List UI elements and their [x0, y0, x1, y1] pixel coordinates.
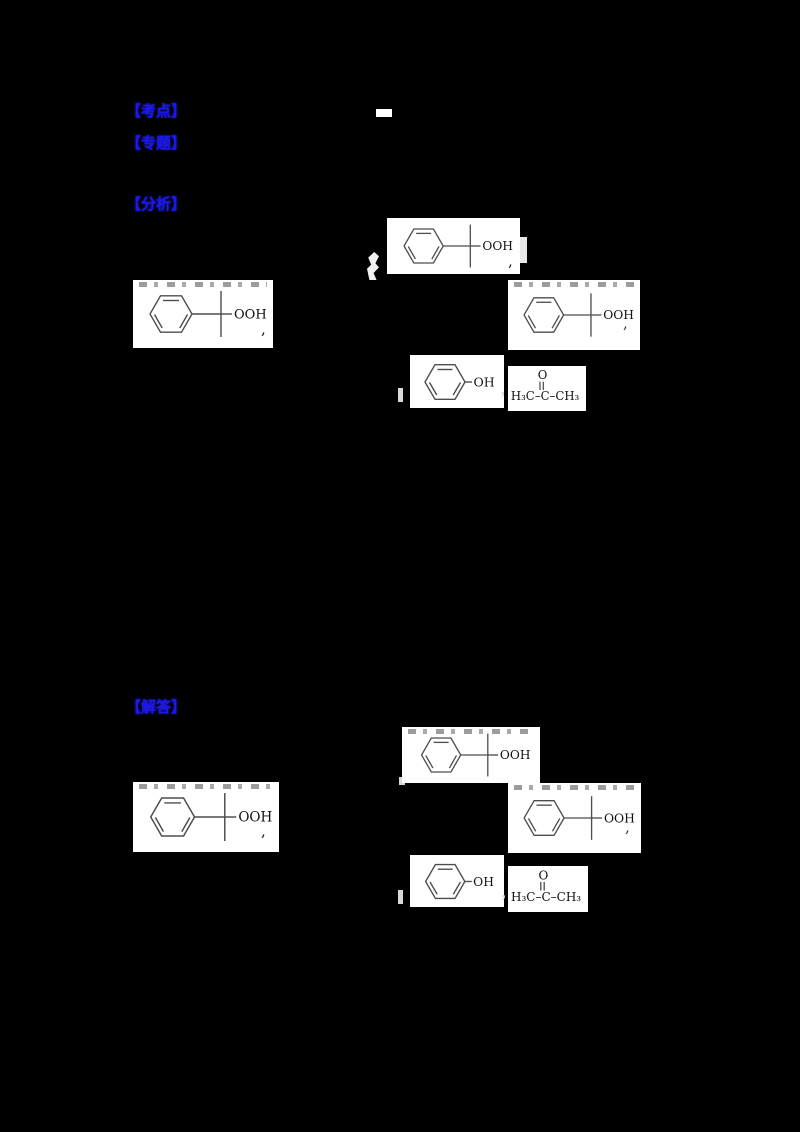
cumene-hydroperoxide-structure: OOH — [523, 796, 635, 840]
bond-lines — [149, 291, 232, 337]
render-artifact-strip — [520, 237, 527, 263]
oxygen-label: O — [539, 869, 549, 883]
bond-lines — [424, 863, 472, 900]
bond-lines — [403, 224, 481, 268]
cumene-hydroperoxide-structure: OOH — [523, 293, 634, 337]
ooh-label: OOH — [603, 308, 634, 322]
bond-lines — [523, 796, 603, 840]
cumene-hydroperoxide-structure: OOH — [149, 291, 267, 337]
bond-lines — [523, 293, 602, 337]
formula-cumene-hydroperoxide-f: OOH — [402, 727, 540, 783]
formula-phenol-b: OH — [410, 855, 504, 907]
comma: ， — [500, 884, 516, 902]
formula-cumene-hydroperoxide-c: OOH — [508, 280, 640, 350]
formula-cumene-hydroperoxide-g: OOH — [133, 782, 279, 852]
comma: , — [261, 822, 266, 840]
section-label-kaodian: 【考点】 — [126, 104, 187, 120]
comma: ， — [499, 381, 515, 399]
acetone-formula-label: H₃C–C–CH₃ — [511, 890, 581, 904]
acetone-structure: H₃C–C–CH₃ O — [511, 368, 580, 403]
oh-label: OH — [474, 375, 495, 390]
comma: , — [625, 818, 630, 836]
ooh-label: OOH — [482, 239, 512, 253]
ooh-label: OOH — [238, 810, 272, 826]
cumene-hydroperoxide-structure: OOH — [149, 793, 273, 841]
cumene-hydroperoxide-structure: OOH — [420, 733, 530, 777]
oxygen-label: O — [538, 368, 548, 382]
section-label-jieda: 【解答】 — [126, 700, 187, 716]
ooh-label: OOH — [500, 748, 530, 762]
double-bond-lines — [540, 882, 545, 891]
formula-cumene-hydroperoxide-a: OOH — [387, 218, 520, 274]
cropped-text-noise — [139, 282, 267, 287]
cropped-text-noise — [514, 785, 635, 790]
comma: , — [261, 320, 266, 338]
cropped-text-noise — [514, 282, 634, 287]
ooh-label: OOH — [234, 308, 267, 323]
phenol-structure: OH — [424, 364, 495, 400]
section-label-zhuanti: 【专题】 — [126, 136, 187, 152]
acetone-structure: H₃C–C–CH₃ O — [511, 869, 581, 905]
formula-cumene-hydroperoxide-h: OOH — [508, 783, 641, 853]
bond-lines — [420, 733, 499, 777]
cropped-text-noise — [408, 729, 534, 734]
comma: , — [508, 252, 513, 270]
comma: , — [623, 314, 628, 332]
double-bond-lines — [539, 381, 544, 390]
formula-phenol-a: OH — [410, 355, 504, 408]
oh-label: OH — [473, 875, 494, 889]
cropped-text-noise — [139, 784, 273, 789]
highlight-dash — [376, 109, 392, 117]
ooh-label: OOH — [604, 811, 635, 825]
bond-lines — [424, 364, 472, 400]
acetone-formula-label: H₃C–C–CH₃ — [511, 389, 580, 403]
cumene-hydroperoxide-structure: OOH — [403, 224, 513, 268]
render-artifact-speck — [398, 890, 403, 904]
formula-acetone-b: H₃C–C–CH₃ O — [508, 866, 588, 912]
bond-lines — [149, 793, 237, 841]
phenol-structure: OH — [424, 863, 494, 900]
render-artifact-fragment — [367, 252, 379, 280]
section-label-fenxi: 【分析】 — [126, 197, 187, 213]
formula-acetone-a: H₃C–C–CH₃ O — [508, 366, 586, 411]
render-artifact-speck — [398, 388, 403, 402]
formula-cumene-hydroperoxide-b: OOH — [133, 280, 273, 348]
